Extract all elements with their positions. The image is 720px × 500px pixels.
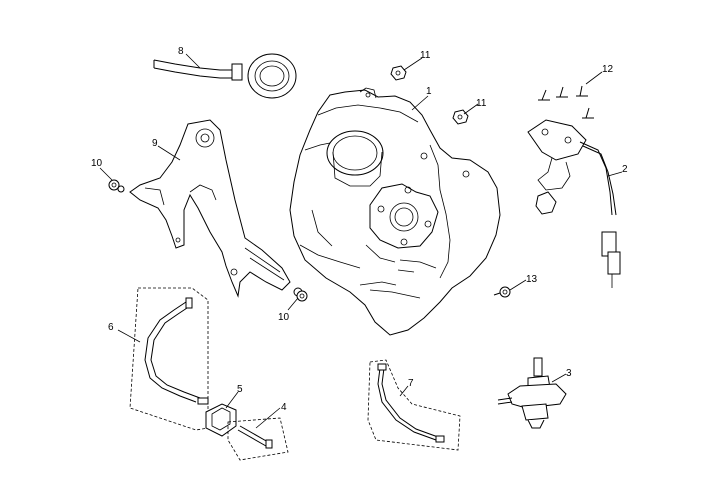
- callout-12: 12: [602, 64, 614, 75]
- callout-3: 3: [566, 368, 572, 379]
- bolt-left: [108, 179, 125, 193]
- callout-5: 5: [237, 384, 243, 395]
- callout-7: 7: [408, 378, 414, 389]
- callout-1: 1: [426, 86, 432, 97]
- callout-4: 4: [281, 402, 287, 413]
- fuel-valve: [497, 357, 567, 429]
- callout-8: 8: [178, 46, 184, 57]
- callout-6: 6: [108, 322, 114, 333]
- leader-lines: [99, 53, 623, 429]
- tank-bracket: [129, 119, 291, 298]
- callout-10-bottom: 10: [278, 312, 290, 323]
- filter-hose: [227, 417, 289, 461]
- callout-10-left: 10: [91, 158, 103, 169]
- callout-labels: 1 2 3 4 5 6 7 8 9 10 10 11 11 12 13: [91, 46, 628, 413]
- nut-upper: [390, 65, 407, 81]
- callout-13: 13: [526, 274, 538, 285]
- bolt-bottom: [293, 287, 308, 302]
- fuel-hose-assembly: [129, 287, 209, 431]
- callout-2: 2: [622, 164, 628, 175]
- nut-lower: [452, 109, 469, 125]
- callout-11-lower: 11: [476, 98, 487, 109]
- fuel-tank: [289, 87, 501, 336]
- vent-hose-with-seal: [153, 53, 297, 99]
- grommet: [493, 286, 511, 298]
- callout-9: 9: [152, 138, 158, 149]
- fuel-level-sender: [527, 119, 621, 288]
- screws: [538, 85, 594, 119]
- return-hose: [367, 359, 461, 451]
- fuel-filter: [205, 403, 237, 437]
- callout-11-upper: 11: [420, 50, 431, 61]
